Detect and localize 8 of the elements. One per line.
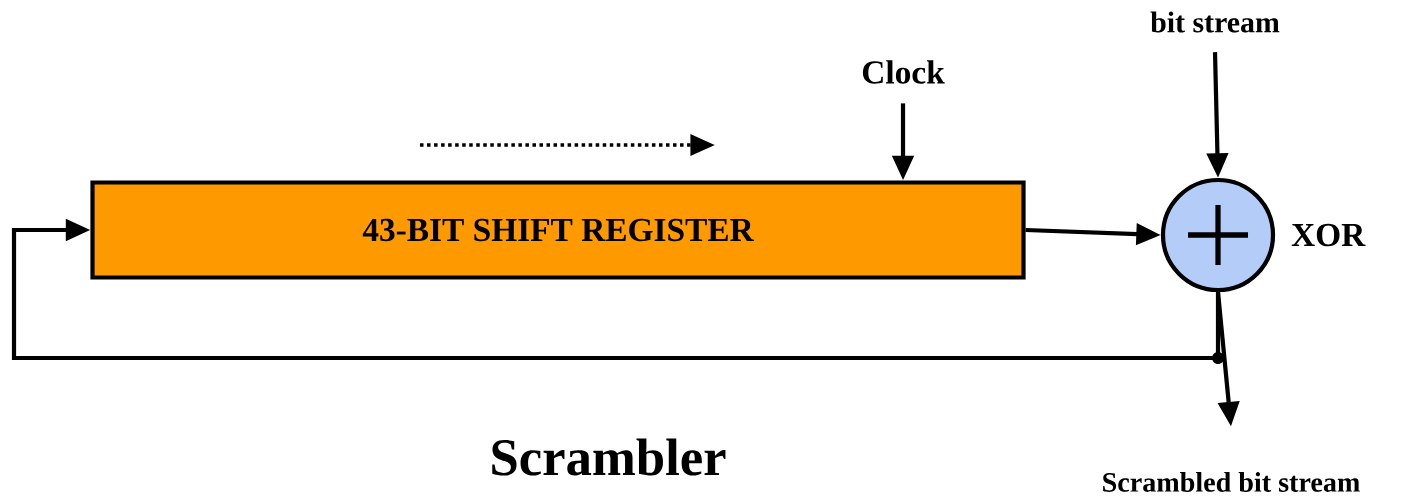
input-label: bit stream bbox=[1150, 11, 1280, 33]
xor-circle bbox=[1160, 177, 1276, 293]
arrow bbox=[11, 218, 1221, 361]
clock-label: Clock bbox=[862, 60, 945, 84]
caption: Scrambler bbox=[492, 438, 726, 476]
operator-label: XOR bbox=[1291, 223, 1366, 247]
shift-register-box: 43-BIT SHIFT REGISTER bbox=[90, 180, 1026, 280]
output-label: Scrambled bit stream bbox=[1103, 472, 1360, 492]
